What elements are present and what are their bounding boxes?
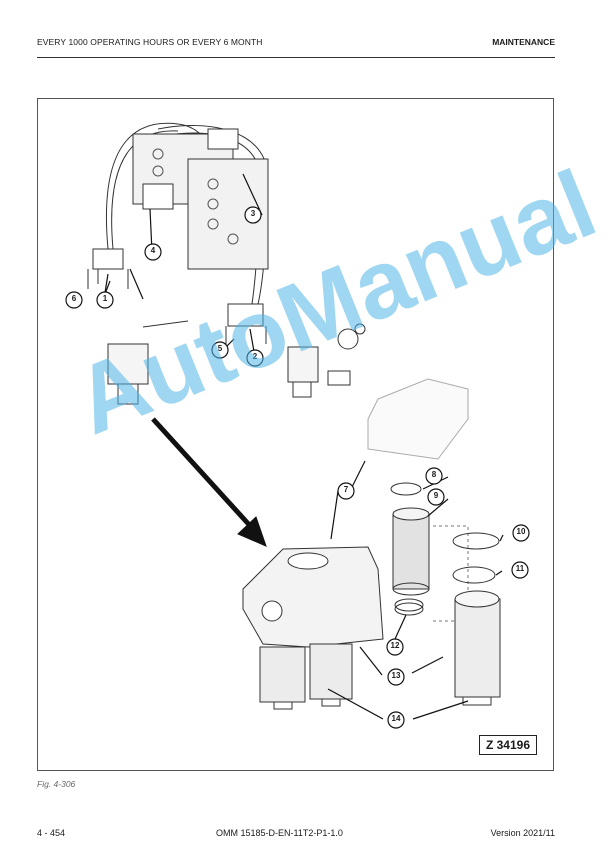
callout-1: 1 [102, 294, 108, 303]
callout-7: 7 [343, 485, 349, 494]
filter-bowl-left-2 [309, 643, 353, 700]
callout-8: 8 [431, 470, 437, 479]
callout-6: 6 [71, 294, 77, 303]
figure-frame: 6 1 3 4 5 2 7 8 9 10 11 12 13 14 Z 34196 [37, 98, 554, 771]
header-chapter: MAINTENANCE [492, 37, 555, 47]
filter-element-9 [392, 513, 430, 590]
callout-12: 12 [390, 641, 400, 650]
figure-caption: Fig. 4-306 [37, 779, 76, 789]
filter-bowl-right [454, 598, 501, 698]
valve-block-small-center [287, 346, 319, 383]
footer-version: Version 2021/11 [490, 828, 555, 838]
callout-4: 4 [150, 246, 156, 255]
figure-reference-id: Z 34196 [478, 735, 537, 755]
header-divider [37, 57, 555, 58]
callout-5: 5 [217, 344, 223, 353]
o-ring-11 [452, 566, 496, 584]
fitting-2 [227, 303, 264, 327]
filter-head-main [242, 546, 384, 648]
filter-head-ghost [367, 378, 469, 460]
callout-13: 13 [391, 671, 401, 680]
direction-arrow [151, 417, 255, 531]
callout-9: 9 [433, 491, 439, 500]
callout-10: 10 [516, 527, 526, 536]
callout-11: 11 [515, 564, 525, 573]
o-ring-8 [390, 482, 422, 496]
callout-14: 14 [391, 714, 401, 723]
ring-12 [394, 598, 424, 612]
callout-3: 3 [250, 209, 256, 218]
valve-4 [142, 183, 174, 210]
fitting-1 [92, 248, 124, 270]
footer-document-id: OMM 15185-D-EN-11T2-P1-1.0 [216, 828, 343, 838]
filter-bowl-left-1 [259, 646, 306, 703]
callout-2: 2 [252, 352, 258, 361]
footer-page-number: 4 - 454 [37, 828, 66, 838]
exploded-view-illustration [65, 122, 530, 729]
header-section-title: EVERY 1000 OPERATING HOURS OR EVERY 6 MO… [37, 37, 263, 47]
valve-block-small-left [107, 343, 149, 385]
o-ring-10 [452, 532, 500, 550]
